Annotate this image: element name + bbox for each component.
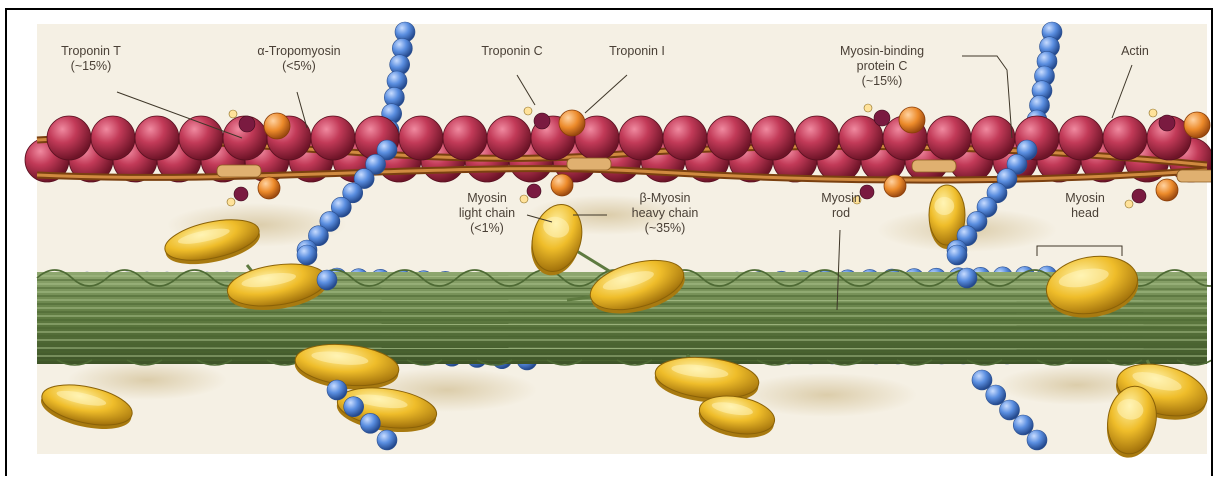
- actin-monomer: [927, 116, 971, 160]
- troponin-i: [1184, 112, 1210, 138]
- troponin-i: [1156, 179, 1178, 201]
- label-line: protein C: [857, 59, 908, 73]
- label-line: (~15%): [862, 74, 903, 88]
- label-line: Myosin-binding: [840, 44, 924, 58]
- troponin-t-body: [912, 160, 956, 172]
- troponin-i: [258, 177, 280, 199]
- troponin-c: [527, 184, 541, 198]
- troponin-tip: [227, 198, 235, 206]
- label-actin: Actin: [1121, 44, 1149, 58]
- troponin-t-body: [1177, 170, 1211, 182]
- actin-monomer: [91, 116, 135, 160]
- troponin-i: [559, 110, 585, 136]
- label-line: (<1%): [470, 221, 504, 235]
- troponin-t-body: [217, 165, 261, 177]
- mybpc-bead: [947, 245, 967, 265]
- label-line: β-Myosin: [640, 191, 691, 205]
- mybpc-bead: [327, 380, 347, 400]
- actin-monomer: [399, 116, 443, 160]
- label-line: Troponin C: [481, 44, 542, 58]
- label-line: Myosin: [1065, 191, 1105, 205]
- actin-monomer: [619, 116, 663, 160]
- actin-monomer: [1059, 116, 1103, 160]
- troponin-i: [884, 175, 906, 197]
- mybpc-bead: [344, 397, 364, 417]
- troponin-i: [551, 174, 573, 196]
- troponin-c: [534, 113, 550, 129]
- troponin-tip: [1125, 200, 1133, 208]
- troponin-i: [264, 113, 290, 139]
- troponin-c: [1159, 115, 1175, 131]
- troponin-tip: [524, 107, 532, 115]
- troponin-tip: [1149, 109, 1157, 117]
- mybpc-bead: [317, 270, 337, 290]
- actin-monomer: [663, 116, 707, 160]
- label-troponin-c: Troponin C: [481, 44, 542, 58]
- actin-monomer: [311, 116, 355, 160]
- label-line: light chain: [459, 206, 515, 220]
- label-line: heavy chain: [632, 206, 699, 220]
- troponin-tip: [864, 104, 872, 112]
- actin-monomer: [1103, 116, 1147, 160]
- actin-monomer: [795, 116, 839, 160]
- mybpc-bead: [972, 370, 992, 390]
- figure-frame: Troponin T(~15%)α-Tropomyosin(<5%)Tropon…: [5, 8, 1213, 476]
- mybpc-bead: [1000, 400, 1020, 420]
- troponin-c: [1132, 189, 1146, 203]
- sarcomere-illustration: Troponin T(~15%)α-Tropomyosin(<5%)Tropon…: [7, 10, 1211, 476]
- label-line: Actin: [1121, 44, 1149, 58]
- troponin-t-body: [567, 158, 611, 170]
- mybpc-bead: [377, 430, 397, 450]
- label-line: (~35%): [645, 221, 686, 235]
- actin-monomer: [47, 116, 91, 160]
- actin-monomer: [443, 116, 487, 160]
- actin-monomer: [487, 116, 531, 160]
- troponin-tip: [520, 195, 528, 203]
- label-line: (<5%): [282, 59, 316, 73]
- label-line: Myosin: [821, 191, 861, 205]
- troponin-tip: [229, 110, 237, 118]
- mybpc-bead: [957, 268, 977, 288]
- label-line: α-Tropomyosin: [257, 44, 340, 58]
- label-line: rod: [832, 206, 850, 220]
- troponin-c: [234, 187, 248, 201]
- mybpc-bead: [297, 245, 317, 265]
- label-line: Myosin: [467, 191, 507, 205]
- actin-monomer: [135, 116, 179, 160]
- label-troponin-i: Troponin I: [609, 44, 665, 58]
- mybpc-bead: [1013, 415, 1033, 435]
- actin-monomer: [751, 116, 795, 160]
- label-line: Troponin I: [609, 44, 665, 58]
- label-line: (~15%): [71, 59, 112, 73]
- label-line: head: [1071, 206, 1099, 220]
- actin-monomer: [707, 116, 751, 160]
- troponin-c: [874, 110, 890, 126]
- troponin-c: [860, 185, 874, 199]
- mybpc-bead: [986, 385, 1006, 405]
- troponin-c: [239, 116, 255, 132]
- troponin-i: [899, 107, 925, 133]
- mybpc-bead: [1027, 430, 1047, 450]
- mybpc-bead: [360, 413, 380, 433]
- actin-monomer: [971, 116, 1015, 160]
- label-line: Troponin T: [61, 44, 121, 58]
